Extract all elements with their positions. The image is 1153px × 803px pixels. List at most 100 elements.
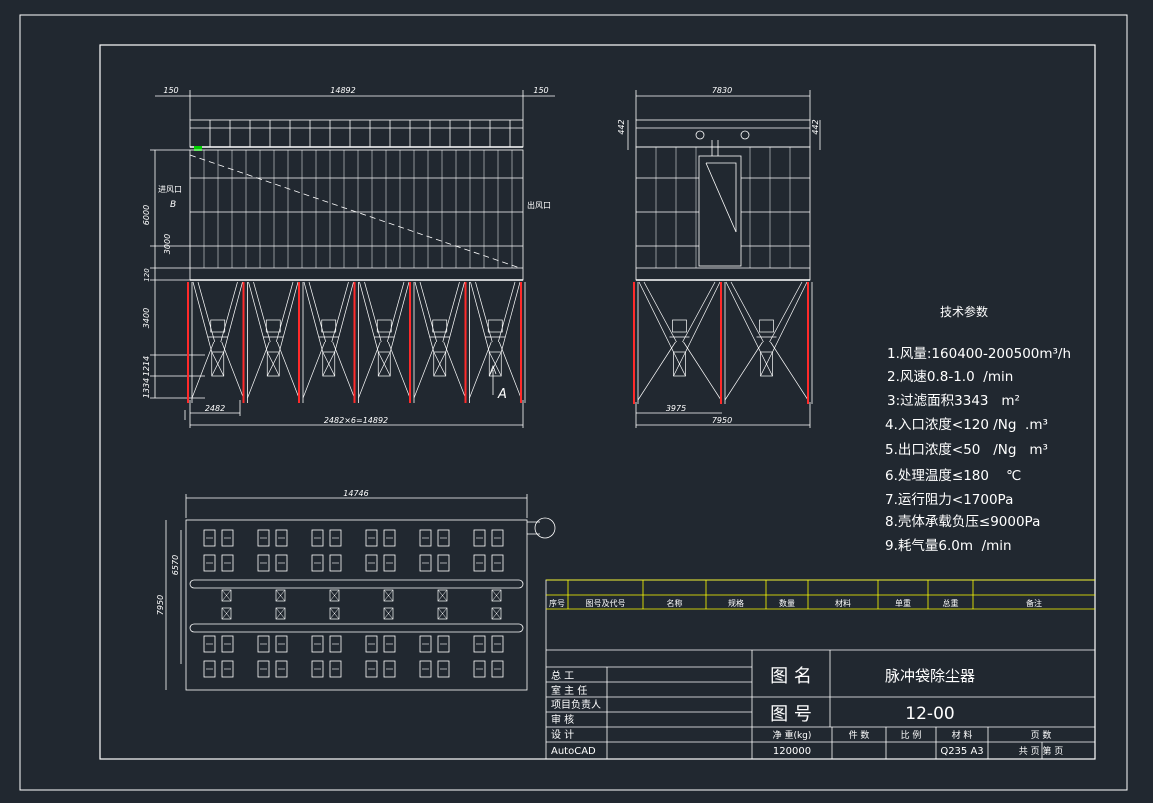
support-leg bbox=[242, 282, 248, 403]
filter-cell bbox=[491, 660, 504, 678]
hopper-wall bbox=[445, 281, 465, 353]
hopper bbox=[358, 281, 411, 399]
hopper bbox=[724, 281, 809, 401]
hopper-wall bbox=[248, 281, 268, 353]
side-view bbox=[627, 90, 821, 428]
filter-cell bbox=[329, 635, 342, 653]
filter-cell bbox=[365, 635, 378, 653]
plan-dim-inner: 6570 bbox=[171, 555, 180, 575]
role-autocad: AutoCAD bbox=[551, 746, 596, 757]
outlet-duct-diagonal bbox=[705, 162, 737, 233]
hopper bbox=[247, 281, 300, 399]
support-leg bbox=[720, 282, 726, 404]
discharge-box bbox=[266, 351, 280, 377]
hopper-wall bbox=[638, 281, 674, 353]
support-leg bbox=[353, 282, 359, 403]
drawing-no-label: 图 号 bbox=[770, 704, 812, 725]
valve-box-x bbox=[221, 589, 232, 602]
filter-cell bbox=[203, 554, 216, 572]
support-leg bbox=[807, 282, 813, 404]
tech-param-7: 7.运行阻力<1700Pa bbox=[885, 492, 1014, 508]
brace bbox=[413, 341, 437, 399]
side-dim-top: 7830 bbox=[712, 86, 732, 95]
tech-param-5: 5.出口浓度<50 /Ng m³ bbox=[885, 442, 1048, 458]
filter-cell bbox=[365, 554, 378, 572]
side-dim-half: 3975 bbox=[666, 404, 686, 413]
filter-cell bbox=[275, 635, 288, 653]
rail-posts bbox=[209, 120, 511, 147]
discharge-box bbox=[377, 351, 391, 377]
filter-cell bbox=[275, 529, 288, 547]
filter-cell bbox=[419, 554, 432, 572]
filter-cell bbox=[491, 635, 504, 653]
hopper-wall bbox=[334, 281, 354, 353]
filter-cell bbox=[383, 635, 396, 653]
filter-cell bbox=[491, 529, 504, 547]
hopper-wall bbox=[192, 281, 213, 353]
front-dim-top: 14892 bbox=[330, 86, 355, 95]
valve-box bbox=[329, 589, 340, 602]
filter-cell bbox=[383, 554, 396, 572]
side-dim-right: 442 bbox=[811, 119, 820, 134]
role-review: 审 核 bbox=[551, 713, 574, 726]
valve-box bbox=[383, 607, 394, 620]
filter-cell bbox=[419, 660, 432, 678]
filter-cell bbox=[311, 660, 324, 678]
hopper-wall bbox=[223, 281, 243, 353]
filter-cell bbox=[383, 529, 396, 547]
valve-box bbox=[221, 589, 232, 602]
valve-box-x bbox=[383, 589, 394, 602]
valve-box bbox=[491, 589, 502, 602]
hopper-wall-inner bbox=[643, 281, 677, 343]
valve-box-x bbox=[383, 607, 394, 620]
valve-box bbox=[491, 607, 502, 620]
inlet-label: 进风口 bbox=[158, 185, 182, 194]
front-dim-3400: 3400 bbox=[142, 308, 151, 328]
front-hoppers bbox=[187, 281, 526, 403]
valve-box-x bbox=[491, 607, 502, 620]
inlet-duct-dashed bbox=[189, 154, 521, 269]
hopper-wall-inner bbox=[730, 281, 764, 343]
support-leg bbox=[409, 282, 415, 403]
rotary-valve bbox=[487, 319, 503, 333]
filter-cell bbox=[203, 529, 216, 547]
discharge-box bbox=[211, 351, 225, 377]
filter-cell bbox=[275, 554, 288, 572]
brace bbox=[221, 341, 244, 399]
brace bbox=[443, 341, 466, 399]
outer-border bbox=[19, 14, 1128, 791]
front-dim-120: 120 bbox=[143, 268, 151, 282]
footer-material-label: 材 料 bbox=[952, 729, 973, 741]
filter-cell bbox=[257, 529, 270, 547]
hopper-wall bbox=[772, 281, 808, 353]
tech-params-title: 技术参数 bbox=[940, 305, 989, 319]
discharge-cross bbox=[673, 351, 686, 377]
support-leg bbox=[187, 282, 193, 403]
rotary-valve bbox=[265, 319, 281, 333]
brace bbox=[247, 341, 270, 399]
tech-param-6: 6.处理温度≤180 ℃ bbox=[885, 468, 1022, 484]
parts-header-7: 单重 bbox=[895, 598, 911, 608]
support-leg bbox=[520, 282, 526, 403]
filter-cell bbox=[473, 660, 486, 678]
brace bbox=[724, 341, 763, 401]
valve-circle bbox=[695, 130, 705, 140]
plan-cells bbox=[203, 529, 504, 678]
hopper-wall bbox=[685, 281, 721, 353]
footer-net-weight-label: 净 重(kg) bbox=[773, 729, 812, 741]
role-chief: 总 工 bbox=[551, 669, 574, 682]
discharge-cross bbox=[322, 351, 336, 377]
filter-cell bbox=[257, 635, 270, 653]
filter-cell bbox=[437, 660, 450, 678]
tech-param-3: 3:过滤面积3343 m² bbox=[887, 393, 1020, 409]
parts-header-6: 材料 bbox=[835, 598, 851, 608]
inlet-duct bbox=[527, 521, 540, 535]
brace bbox=[387, 341, 411, 399]
front-dim-1214: 1214 bbox=[142, 356, 151, 376]
discharge-box bbox=[673, 351, 686, 377]
discharge-cross bbox=[760, 351, 773, 377]
header-pipe bbox=[189, 579, 524, 589]
discharge-cross bbox=[266, 351, 280, 377]
role-director: 室 主 任 bbox=[551, 684, 587, 697]
